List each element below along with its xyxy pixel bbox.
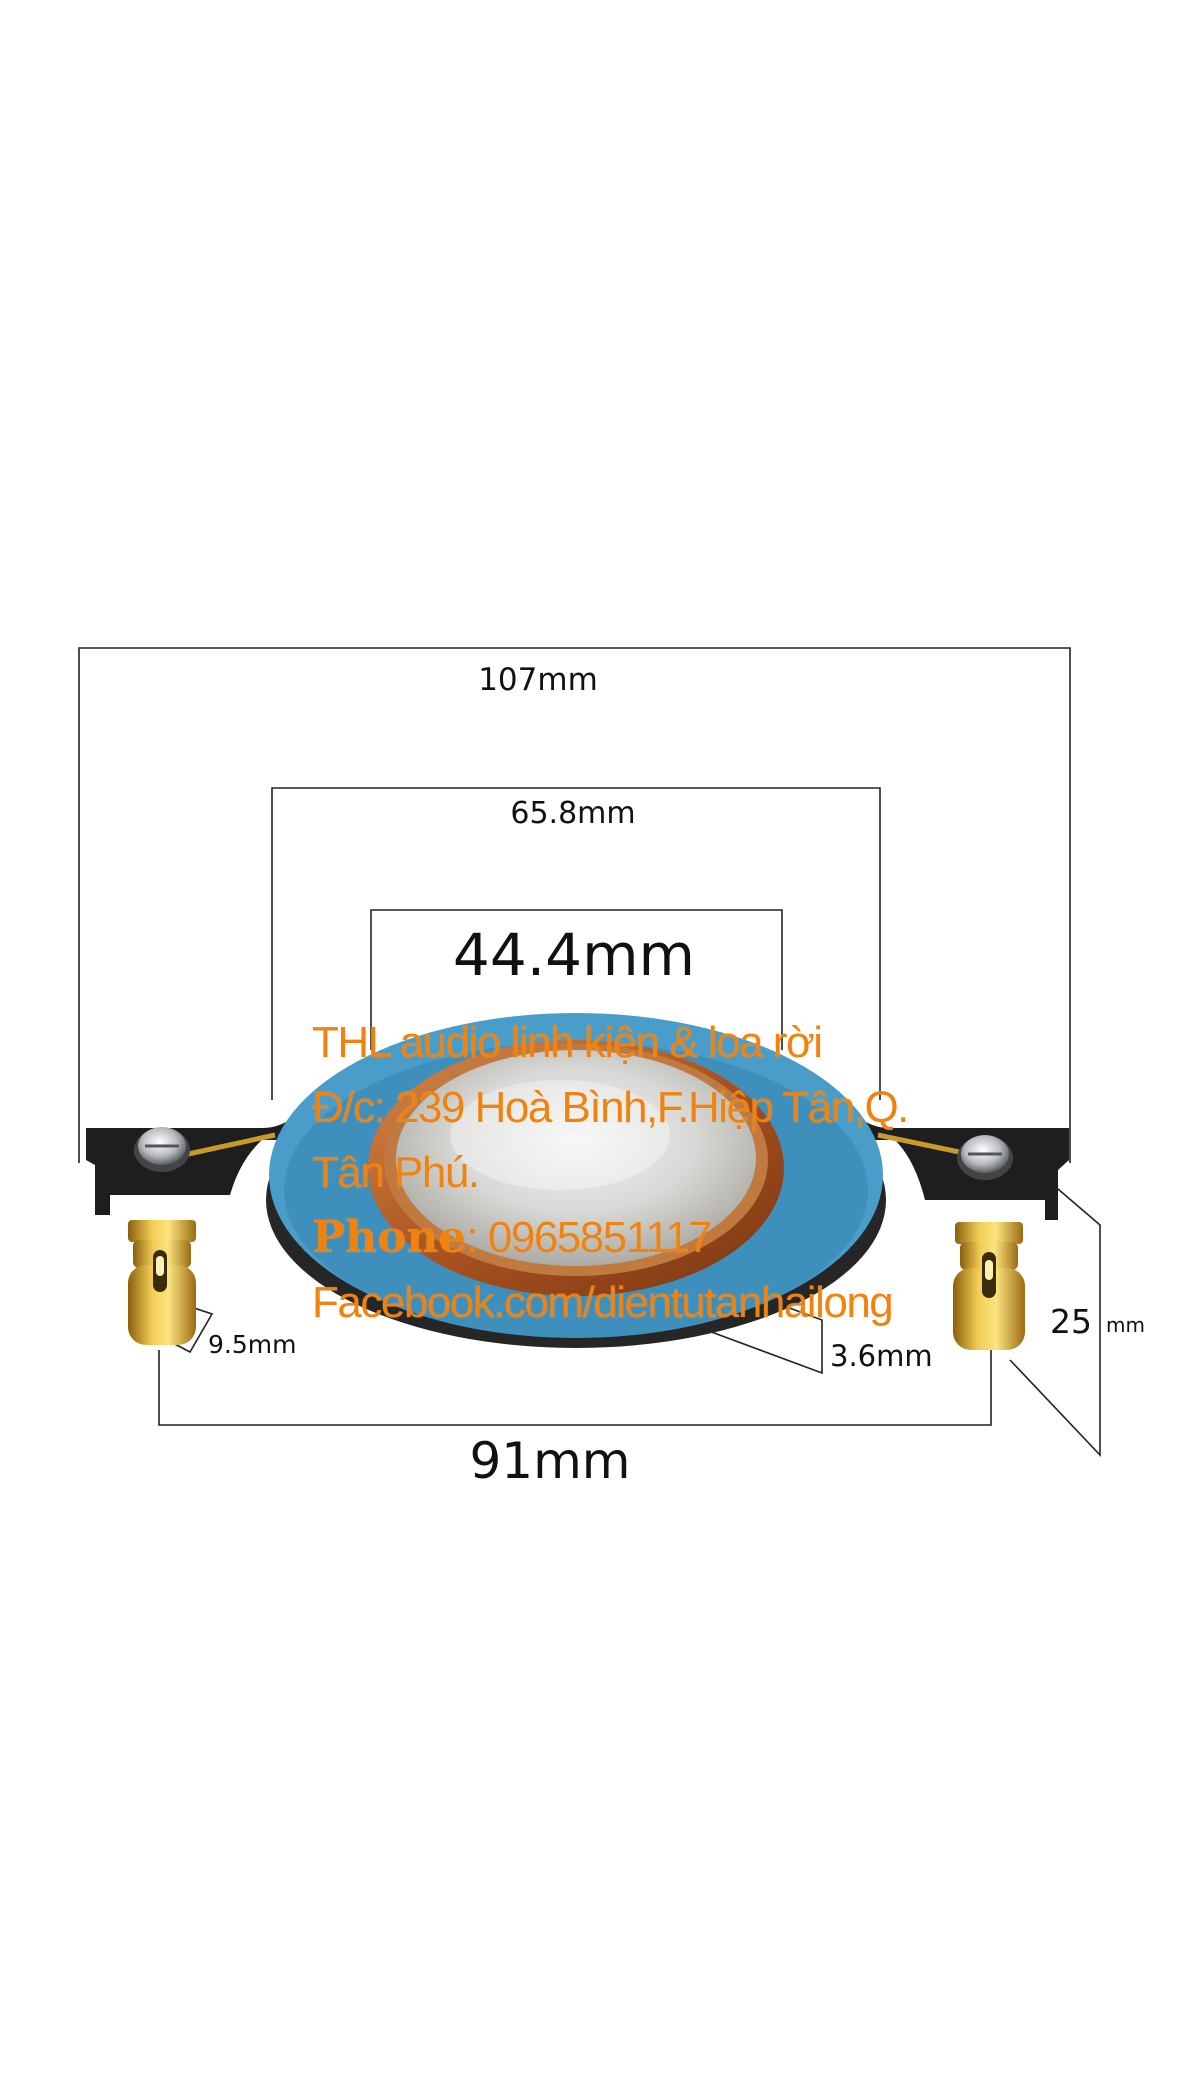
label-dome-diameter: 44.4mm (453, 921, 695, 989)
terminal-height-leader (1009, 1164, 1101, 1458)
shop-phone: Phone: 0965851117 (312, 1205, 1172, 1270)
terminal-spacing-bracket (158, 1350, 992, 1426)
diaphragm-illustration (86, 1013, 1069, 1350)
dome-highlight (450, 1080, 670, 1190)
gold-terminal-pin-icon (953, 1222, 1025, 1350)
label-pin-diameter: 9.5mm (208, 1330, 296, 1359)
shop-facebook[interactable]: Facebook.com/dientutanhailong (312, 1278, 894, 1327)
ring-diameter-bracket (271, 787, 881, 1100)
dome (396, 1050, 756, 1266)
label-terminal-height: 25 (1050, 1302, 1092, 1341)
terminal-screw-icon (134, 1127, 190, 1172)
terminal-screw-icon (957, 1135, 1013, 1180)
shop-address: Đ/c: 239 Hoà Bình,F.Hiệp Tân,Q. (312, 1083, 909, 1132)
outer-width-bracket (78, 647, 1071, 1163)
shop-address-district: Tân Phú. (312, 1148, 480, 1197)
label-outer-width: 107mm (478, 662, 598, 698)
phone-label: Phone (312, 1212, 467, 1263)
label-ring-thickness: 3.6mm (830, 1339, 933, 1373)
gold-terminal-pin-icon (128, 1220, 196, 1345)
label-terminal-spacing: 91mm (469, 1432, 630, 1490)
shop-info-overlay: THL audio linh kiện & loa rời Đ/c: 239 H… (312, 1010, 1172, 1335)
dome-diameter-bracket (370, 909, 783, 1050)
label-terminal-height-unit: mm (1106, 1313, 1145, 1337)
phone-number: : 0965851117 (466, 1213, 712, 1262)
shop-name: THL audio linh kiện & loa rời (312, 1018, 823, 1067)
label-ring-diameter: 65.8mm (510, 796, 635, 831)
